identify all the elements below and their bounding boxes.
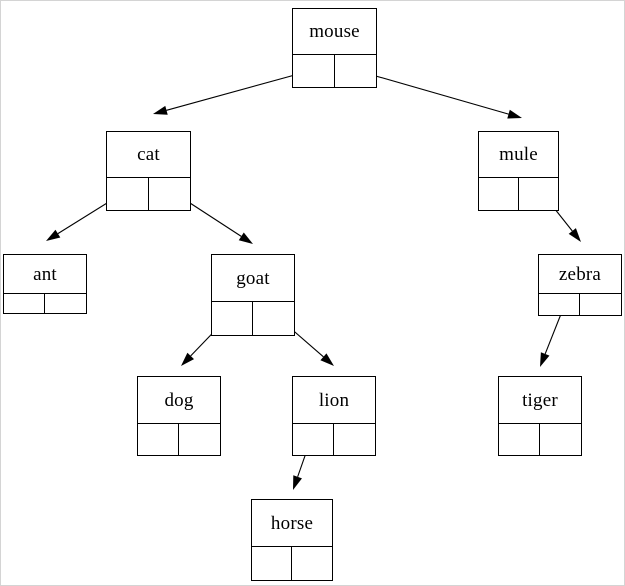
left-pointer-cell[interactable] — [212, 302, 253, 335]
node-label: goat — [212, 255, 294, 302]
arrowhead — [46, 229, 61, 241]
edge-mouse-left-to-cat — [153, 69, 314, 115]
right-pointer-cell[interactable] — [292, 547, 332, 580]
left-pointer-cell[interactable] — [539, 294, 580, 315]
right-pointer-cell[interactable] — [334, 424, 375, 455]
right-pointer-cell[interactable] — [45, 294, 86, 313]
node-label: mule — [479, 132, 558, 178]
tree-node-ant[interactable]: ant — [3, 254, 87, 314]
left-pointer-cell[interactable] — [138, 424, 179, 455]
node-pointer-row — [4, 294, 86, 313]
tree-node-zebra[interactable]: zebra — [538, 254, 622, 316]
node-label: dog — [138, 377, 220, 424]
arrowhead — [568, 228, 581, 242]
right-pointer-cell[interactable] — [335, 55, 377, 87]
tree-node-mouse[interactable]: mouse — [292, 8, 377, 88]
arrowhead — [320, 353, 334, 366]
edge-zebra-left-to-tiger — [540, 313, 562, 367]
arrowhead — [181, 352, 195, 366]
node-pointer-row — [138, 424, 220, 455]
node-label: lion — [293, 377, 375, 424]
node-pointer-row — [539, 294, 621, 315]
left-pointer-cell[interactable] — [479, 178, 519, 210]
left-pointer-cell[interactable] — [293, 424, 334, 455]
node-pointer-row — [499, 424, 581, 455]
arrowhead — [153, 105, 168, 115]
arrowhead — [540, 352, 550, 367]
left-pointer-cell[interactable] — [107, 178, 149, 210]
tree-node-horse[interactable]: horse — [251, 499, 333, 581]
right-pointer-cell[interactable] — [253, 302, 294, 335]
right-pointer-cell[interactable] — [149, 178, 191, 210]
tree-node-lion[interactable]: lion — [292, 376, 376, 456]
node-pointer-row — [252, 547, 332, 580]
tree-node-mule[interactable]: mule — [478, 131, 559, 211]
left-pointer-cell[interactable] — [499, 424, 540, 455]
right-pointer-cell[interactable] — [540, 424, 581, 455]
tree-node-goat[interactable]: goat — [211, 254, 295, 336]
node-label: cat — [107, 132, 190, 178]
arrowhead — [293, 475, 302, 490]
tree-node-tiger[interactable]: tiger — [498, 376, 582, 456]
right-pointer-cell[interactable] — [519, 178, 559, 210]
node-label: mouse — [293, 9, 376, 55]
tree-node-dog[interactable]: dog — [137, 376, 221, 456]
node-pointer-row — [212, 302, 294, 335]
right-pointer-cell[interactable] — [179, 424, 220, 455]
left-pointer-cell[interactable] — [252, 547, 292, 580]
tree-node-cat[interactable]: cat — [106, 131, 191, 211]
right-pointer-cell[interactable] — [580, 294, 621, 315]
left-pointer-cell[interactable] — [4, 294, 45, 313]
node-label: ant — [4, 255, 86, 294]
node-pointer-row — [293, 55, 376, 87]
node-pointer-row — [479, 178, 558, 210]
node-pointer-row — [107, 178, 190, 210]
node-label: tiger — [499, 377, 581, 424]
node-pointer-row — [293, 424, 375, 455]
arrowhead — [507, 109, 522, 119]
arrowhead — [238, 232, 253, 244]
node-label: zebra — [539, 255, 621, 294]
edge-mouse-right-to-mule — [354, 69, 522, 119]
left-pointer-cell[interactable] — [293, 55, 335, 87]
node-label: horse — [252, 500, 332, 547]
